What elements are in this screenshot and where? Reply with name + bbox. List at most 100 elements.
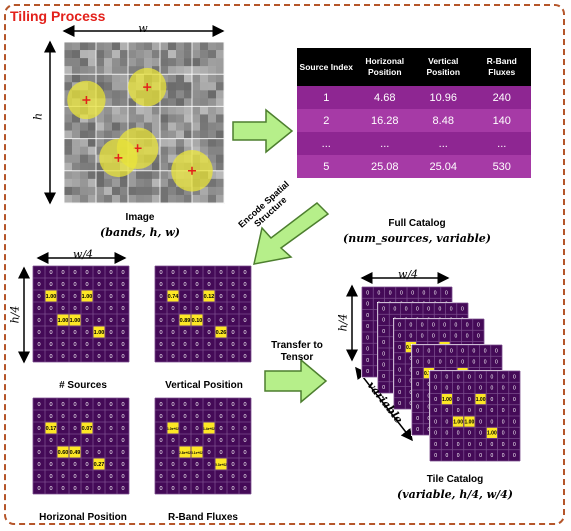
image-pixel xyxy=(72,162,81,172)
image-pixel xyxy=(192,130,201,139)
grid-cell-zero: 0 xyxy=(219,450,222,456)
table-cell: 2 xyxy=(297,109,356,132)
image-pixel xyxy=(208,114,217,123)
image-pixel xyxy=(104,42,113,51)
grid-cell-zero: 0 xyxy=(439,360,442,366)
image-pixel xyxy=(216,98,225,107)
grid-cell-value: 0.89 xyxy=(180,318,191,324)
grid-cell-value: 1.00 xyxy=(58,318,69,324)
grid-cell-zero: 0 xyxy=(183,474,186,480)
grid-cell-value: 0.49 xyxy=(70,450,81,456)
image-pixel xyxy=(112,194,121,204)
transfer-label: Transfer to Tensor xyxy=(271,340,323,363)
image-pixel xyxy=(88,186,97,196)
grid-cell-zero: 0 xyxy=(159,402,162,408)
grid-cell-zero: 0 xyxy=(207,342,210,348)
grid-cell-active xyxy=(81,422,93,434)
grid-cell-active xyxy=(203,290,215,302)
image-pixel xyxy=(208,138,217,147)
grid-cell-zero: 0 xyxy=(109,474,112,480)
grid-cell-zero: 0 xyxy=(195,402,198,408)
image-pixel xyxy=(192,114,201,123)
grid-cell-zero: 0 xyxy=(85,462,88,468)
image-pixel xyxy=(72,186,81,196)
grid-cell-active xyxy=(81,290,93,302)
grid-cell-zero: 0 xyxy=(434,453,437,459)
image-pixel xyxy=(136,42,145,51)
image-pixel xyxy=(144,162,153,172)
image-pixel xyxy=(88,50,97,59)
grid-cell-zero: 0 xyxy=(109,402,112,408)
grid-cell-zero: 0 xyxy=(382,329,385,335)
grid-cell-active xyxy=(191,446,203,458)
image-pixel xyxy=(200,146,209,155)
grid-cell-zero: 0 xyxy=(73,270,76,276)
image-pixel xyxy=(168,114,177,123)
image-pixel xyxy=(152,58,161,67)
grid-cell-zero: 0 xyxy=(37,354,40,360)
image-pixel xyxy=(200,90,209,99)
grid-cell-zero: 0 xyxy=(490,419,493,425)
grid-cell-value: 0.07 xyxy=(82,426,93,432)
image-pixel xyxy=(216,162,225,172)
image-pixel xyxy=(64,106,73,115)
grid-cell-zero: 0 xyxy=(37,330,40,336)
grid-cell-zero: 0 xyxy=(416,405,419,411)
grid-cell-zero: 0 xyxy=(382,306,385,312)
image-pixel xyxy=(120,98,129,107)
image-pixel xyxy=(144,186,153,196)
image-pixel xyxy=(64,178,73,188)
grid-cell-zero: 0 xyxy=(97,426,100,432)
grid-cell-zero: 0 xyxy=(73,462,76,468)
image-pixel xyxy=(104,114,113,123)
image-pixel xyxy=(208,186,217,196)
image-pixel xyxy=(72,146,81,155)
grid-cell-value: 1.0e+02 xyxy=(167,427,179,431)
grid-cell-zero: 0 xyxy=(439,348,442,354)
grid-cell-zero: 0 xyxy=(243,414,246,420)
grid-cell-zero: 0 xyxy=(121,318,124,324)
grid-cell-zero: 0 xyxy=(502,408,505,414)
grid-cell-zero: 0 xyxy=(159,462,162,468)
grid-cell-zero: 0 xyxy=(49,414,52,420)
grid-cell-zero: 0 xyxy=(502,419,505,425)
image-pixel xyxy=(152,170,161,180)
image-pixel xyxy=(160,162,169,172)
catalog-caption: Full Catalog xyxy=(388,218,446,229)
grid-cell-value: 0.12 xyxy=(204,294,215,300)
grid-cell-zero: 0 xyxy=(231,306,234,312)
grid-cell-zero: 0 xyxy=(171,414,174,420)
grid-cell-zero: 0 xyxy=(73,354,76,360)
grid-cell-active xyxy=(191,314,203,326)
grid-cell-zero: 0 xyxy=(468,431,471,437)
grid-cell-zero: 0 xyxy=(195,462,198,468)
grid-cell-zero: 0 xyxy=(61,270,64,276)
image-pixel xyxy=(104,130,113,139)
image-pixel xyxy=(112,50,121,59)
image-pixel xyxy=(192,74,201,83)
image-pixel xyxy=(184,130,193,139)
image-pixel xyxy=(112,178,121,188)
grid-cell-zero: 0 xyxy=(37,438,40,444)
image-pixel xyxy=(128,58,137,67)
grid-cell-zero: 0 xyxy=(109,354,112,360)
grid-cell-active xyxy=(57,314,69,326)
grid-cell-zero: 0 xyxy=(382,340,385,346)
image-pixel xyxy=(160,146,169,155)
grid-cell-zero: 0 xyxy=(490,386,493,392)
grid-cell-zero: 0 xyxy=(434,386,437,392)
image-pixel xyxy=(208,98,217,107)
image-pixel xyxy=(176,186,185,196)
grid-cell-zero: 0 xyxy=(398,356,401,362)
image-pixel xyxy=(88,162,97,172)
grid-cell-zero: 0 xyxy=(490,397,493,403)
grid-cell-zero: 0 xyxy=(366,302,369,308)
grid-cell-zero: 0 xyxy=(207,450,210,456)
grid-cell-zero: 0 xyxy=(195,474,198,480)
image-pixel xyxy=(184,50,193,59)
grid-cell-zero: 0 xyxy=(479,442,482,448)
grid-cell-value: 1.00 xyxy=(94,330,105,336)
grid-cell-zero: 0 xyxy=(219,306,222,312)
image-pixel xyxy=(112,58,121,67)
